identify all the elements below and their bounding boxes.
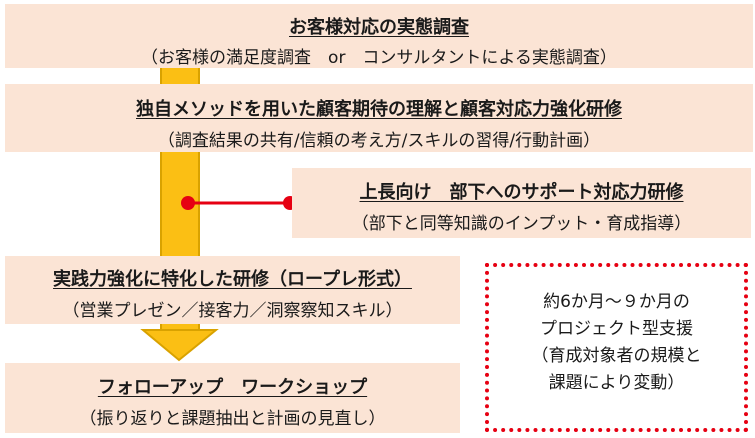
step-roleplay-training: 実践力強化に特化した研修（ロープレ形式） （営業プレゼン／接客力／洞察察知スキル… bbox=[5, 256, 460, 324]
connector-dot-left bbox=[181, 196, 195, 210]
step-title: 上長向け 部下へのサポート対応力研修 bbox=[359, 182, 684, 203]
step-subtitle: （部下と同等知識のインプット・育成指導） bbox=[351, 214, 692, 234]
step-subtitle: （営業プレゼン／接客力／洞察察知スキル） bbox=[62, 301, 403, 321]
step-title: お客様対応の実態調査 bbox=[289, 17, 469, 38]
step-title: フォローアップ ワークショップ bbox=[97, 377, 368, 398]
step-title: 独自メソッドを用いた顧客期待の理解と顧客対応力強化研修 bbox=[136, 99, 622, 120]
step-subtitle: （調査結果の共有/信頼の考え方/スキルの習得/行動計画） bbox=[157, 131, 601, 151]
step-subtitle: （振り返りと課題抽出と計画の見直し） bbox=[79, 409, 386, 429]
step-manager-training: 上長向け 部下へのサポート対応力研修 （部下と同等知識のインプット・育成指導） bbox=[292, 168, 751, 238]
step-follow-up: フォローアップ ワークショップ （振り返りと課題抽出と計画の見直し） bbox=[5, 363, 460, 433]
down-arrow-icon bbox=[140, 329, 219, 362]
step-core-training: 独自メソッドを用いた顧客期待の理解と顧客対応力強化研修 （調査結果の共有/信頼の… bbox=[5, 84, 753, 152]
project-duration-note: 約6か月～９か月の プロジェクト型支援 （育成対象者の規模と 課題により変動） bbox=[485, 263, 748, 432]
step-survey: お客様対応の実態調査 （お客様の満足度調査 or コンサルタントによる実態調査） bbox=[5, 4, 753, 68]
step-subtitle: （お客様の満足度調査 or コンサルタントによる実態調査） bbox=[141, 48, 617, 68]
step-title: 実践力強化に特化した研修（ロープレ形式） bbox=[53, 269, 412, 290]
